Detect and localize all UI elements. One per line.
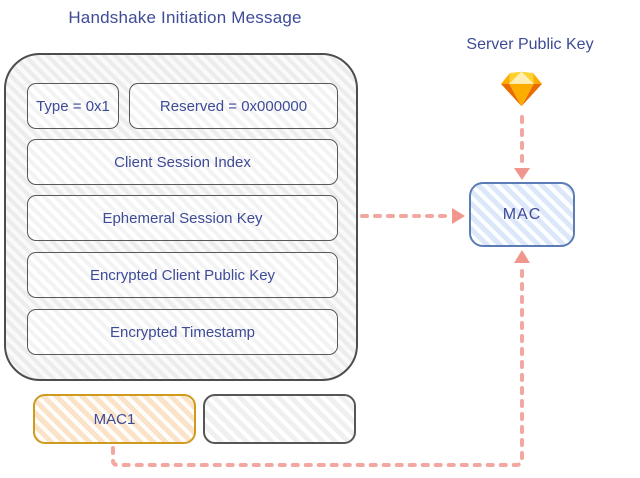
encrypted-timestamp-box: Encrypted Timestamp: [27, 309, 338, 355]
client-session-index-box: Client Session Index: [27, 139, 338, 185]
empty-trailer-box: [203, 394, 356, 444]
arrowhead-down: [514, 168, 530, 180]
gem-icon: [501, 71, 542, 107]
handshake-message-box: Type = 0x1 Reserved = 0x000000 Client Se…: [4, 53, 358, 381]
mac1-box: MAC1: [33, 394, 196, 444]
type-field-box: Type = 0x1: [27, 83, 119, 129]
server-public-key-label: Server Public Key: [466, 36, 594, 53]
encrypted-client-public-key-box: Encrypted Client Public Key: [27, 252, 338, 298]
page-title: Handshake Initiation Message: [68, 8, 302, 27]
arrowhead-up: [514, 250, 530, 263]
mac-node-box: MAC: [469, 182, 575, 247]
ephemeral-session-key-box: Ephemeral Session Key: [27, 195, 338, 241]
reserved-field-box: Reserved = 0x000000: [129, 83, 338, 129]
arrowhead-right: [452, 208, 465, 224]
